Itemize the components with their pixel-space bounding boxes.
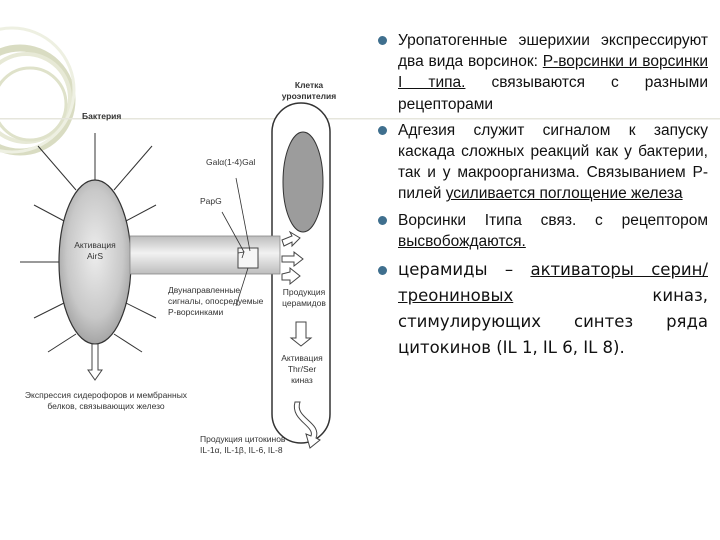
bacterium-body: [58, 179, 132, 345]
ceramide-label: Продукция церамидов: [282, 287, 326, 308]
decor-line: [0, 118, 720, 120]
output-arrows: [281, 230, 304, 286]
activation-airs-label: Активация AirS: [74, 240, 116, 261]
bullet-3-part-2: высвобождаются.: [398, 232, 526, 250]
decor-ring-3: [0, 66, 68, 142]
decor-ring-2: [0, 52, 72, 144]
bullet-4-part-1: церамиды –: [398, 260, 531, 280]
bullet-2-part-2: усиливается поглощение железа: [445, 185, 683, 203]
cytokine-arrow: [293, 401, 321, 449]
bullet-dot-icon: [378, 125, 387, 135]
papg-label: PapG: [200, 196, 222, 206]
bullet-item-4: церамиды – активаторы серин/треониновых …: [378, 257, 708, 361]
bullet-item-2: Адгезия служит сигналом к запуску каскад…: [378, 120, 708, 205]
bullet-item-1: Уропатогенные эшерихии экспрессируют два…: [378, 30, 708, 115]
bullet-4-part-2: активаторы серин/треониновых: [398, 260, 708, 306]
bullet-item-3: Ворсинки Iтипа связ. с рецептором высвоб…: [378, 210, 708, 252]
cell-nucleus: [282, 131, 324, 233]
bullet-dot-icon: [378, 266, 387, 276]
pointer-lines: [221, 177, 251, 307]
bullet-3-part-1: Ворсинки Iтипа связ. с рецептором: [398, 211, 708, 229]
receptor-box: [237, 247, 259, 269]
bullet-1-part-1: Уропатогенные эшерихии экспрессируют два…: [398, 32, 708, 71]
bullet-4-part-3: киназ, стимулирующих синтез ряда цитокин…: [398, 286, 708, 358]
receptor-label: Galα(1-4)Gal: [206, 157, 256, 167]
cell-label: Клетка уроэпителия: [281, 80, 337, 101]
kinase-label: Активация Thr/Ser киназ: [281, 353, 323, 385]
bacterium-pili: [20, 133, 157, 353]
bullet-list: Уропатогенные эшерихии экспрессируют два…: [378, 30, 708, 366]
expression-arrow: [87, 343, 103, 381]
bullet-dot-icon: [378, 215, 387, 225]
bidirectional-signals-label: Двунаправленные сигналы, опосредуемые P-…: [168, 285, 264, 317]
bullet-1-part-3: связываются с разными рецепторами: [398, 74, 708, 113]
decor-ring-4: [0, 26, 76, 154]
bullet-2-part-1: Адгезия служит сигналом к запуску каскад…: [398, 121, 708, 203]
bullet-1-part-2: P-ворсинки и ворсинки I типа.: [398, 53, 708, 92]
expression-label: Экспрессия сидерофоров и мембранных белк…: [24, 390, 188, 411]
bacterium-label: Бактерия: [82, 111, 122, 121]
ceramide-to-kinase-arrow: [289, 321, 313, 347]
cytokines-label: Продукция цитокинов IL-1α, IL-1β, IL-6, …: [200, 434, 286, 455]
bullet-dot-icon: [378, 36, 387, 45]
